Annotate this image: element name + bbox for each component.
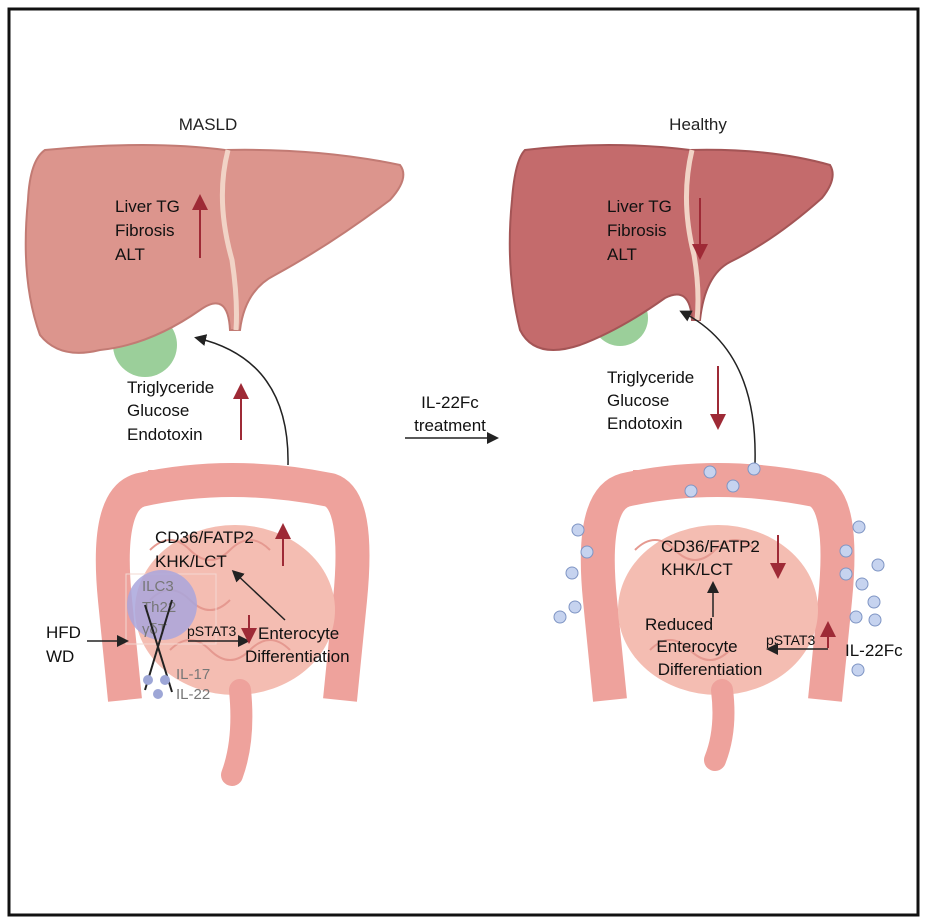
gene-label: CD36/FATP2 xyxy=(661,537,760,556)
treatment-label: treatment xyxy=(414,416,486,435)
il22fc-label: IL-22Fc xyxy=(845,641,903,660)
healthy-title: Healthy xyxy=(669,115,727,134)
cytokine-label: IL-22 xyxy=(176,686,210,703)
enterocyte-label: Enterocyte xyxy=(656,637,737,656)
endotoxin-label: Endotoxin xyxy=(607,414,683,433)
liver-masld xyxy=(24,144,405,377)
immune-cell-label: ILC3 xyxy=(142,578,174,595)
gene-label: KHK/LCT xyxy=(155,552,227,571)
cytokine-dot xyxy=(153,689,163,699)
triglyceride-label: Triglyceride xyxy=(607,368,694,387)
gut-liver-arrow xyxy=(679,310,756,464)
il22fc-particles xyxy=(553,462,885,677)
intestine-masld xyxy=(95,463,370,786)
gene-label: KHK/LCT xyxy=(661,560,733,579)
enterocyte-label: Enterocyte xyxy=(258,624,339,643)
pstat3-label: pSTAT3 xyxy=(766,632,815,648)
treatment-label: IL-22Fc xyxy=(421,393,479,412)
immune-cell-label: γδT xyxy=(142,621,167,638)
fibrosis-label: Fibrosis xyxy=(115,221,175,240)
cross-out-line xyxy=(144,599,173,691)
cytokine-dot xyxy=(143,675,153,685)
endotoxin-label: Endotoxin xyxy=(127,425,203,444)
masld-title: MASLD xyxy=(179,115,238,134)
alt-label: ALT xyxy=(607,245,637,264)
differentiation-label: Differentiation xyxy=(245,647,350,666)
cytokine-label: IL-17 xyxy=(176,666,210,683)
liver-tg-label: Liver TG xyxy=(607,197,672,216)
glucose-label: Glucose xyxy=(607,391,669,410)
reduced-label: Reduced xyxy=(645,615,713,634)
glucose-label: Glucose xyxy=(127,401,189,420)
pstat3-label: pSTAT3 xyxy=(187,623,236,639)
differentiation-arrow xyxy=(231,569,286,621)
liver-tg-label: Liver TG xyxy=(115,197,180,216)
gene-label: CD36/FATP2 xyxy=(155,528,254,547)
cytokine-dot xyxy=(160,675,170,685)
differentiation-label: Differentiation xyxy=(658,660,763,679)
diet-label: HFD xyxy=(46,623,81,642)
immune-cell-circle xyxy=(127,570,197,640)
diet-label: WD xyxy=(46,647,74,666)
alt-label: ALT xyxy=(115,245,145,264)
triglyceride-label: Triglyceride xyxy=(127,378,214,397)
fibrosis-label: Fibrosis xyxy=(607,221,667,240)
gut-liver-arrow xyxy=(194,334,289,466)
